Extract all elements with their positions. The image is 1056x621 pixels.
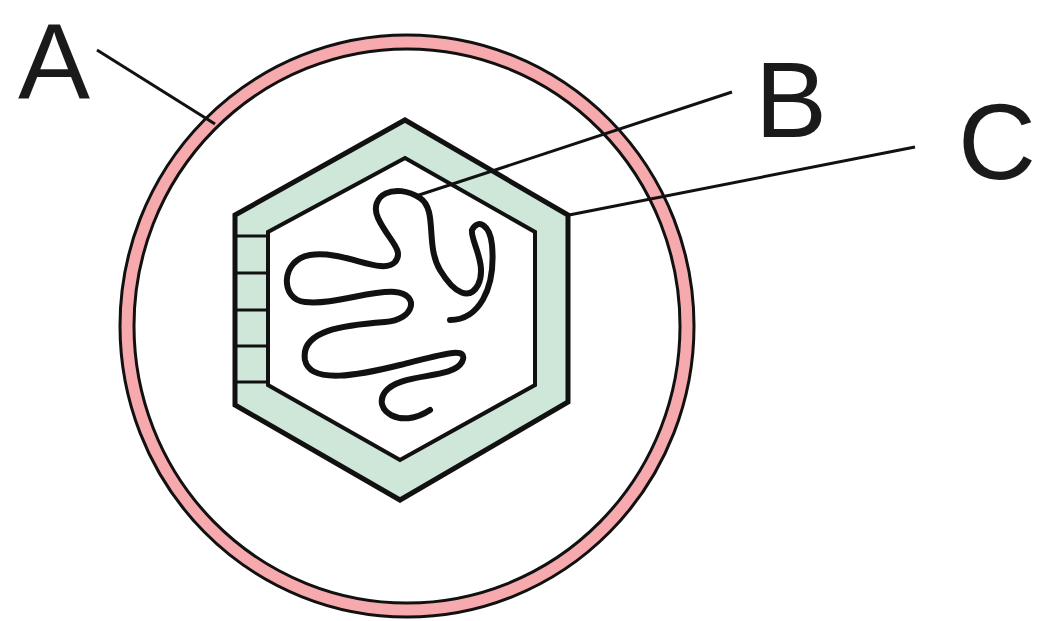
capsomeres <box>235 236 268 382</box>
capsid <box>235 120 568 500</box>
part-label: C <box>958 88 1036 196</box>
envelope-inner <box>134 49 680 603</box>
part-label: B <box>755 46 827 154</box>
capsid-inner <box>268 158 535 460</box>
nucleic-acid <box>287 191 493 418</box>
part-label: A <box>18 8 90 116</box>
envelope <box>120 35 694 617</box>
